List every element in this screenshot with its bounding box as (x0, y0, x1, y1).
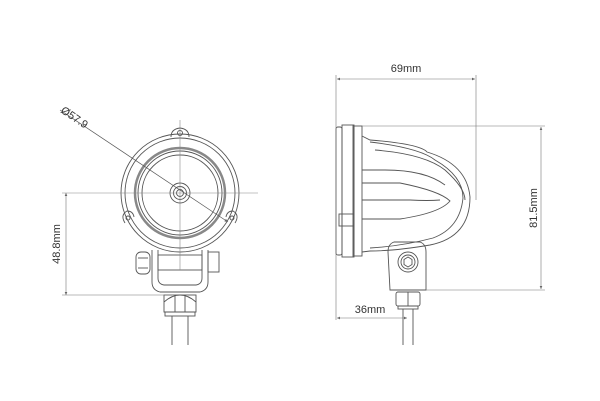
diameter-dimension: Ø57.9 (58, 105, 229, 223)
diameter-label: Ø57.9 (58, 105, 90, 132)
side-width-label: 69mm (391, 63, 422, 75)
front-height-label: 48.8mm (51, 224, 63, 264)
front-centerlines (62, 120, 258, 270)
front-height-dimension (62, 193, 175, 296)
mount-offset-label: 36mm (355, 304, 386, 316)
side-view (335, 124, 471, 345)
side-width-dimension (335, 75, 477, 320)
side-height-dimension (362, 125, 545, 291)
side-height-label: 81.5mm (528, 188, 540, 228)
